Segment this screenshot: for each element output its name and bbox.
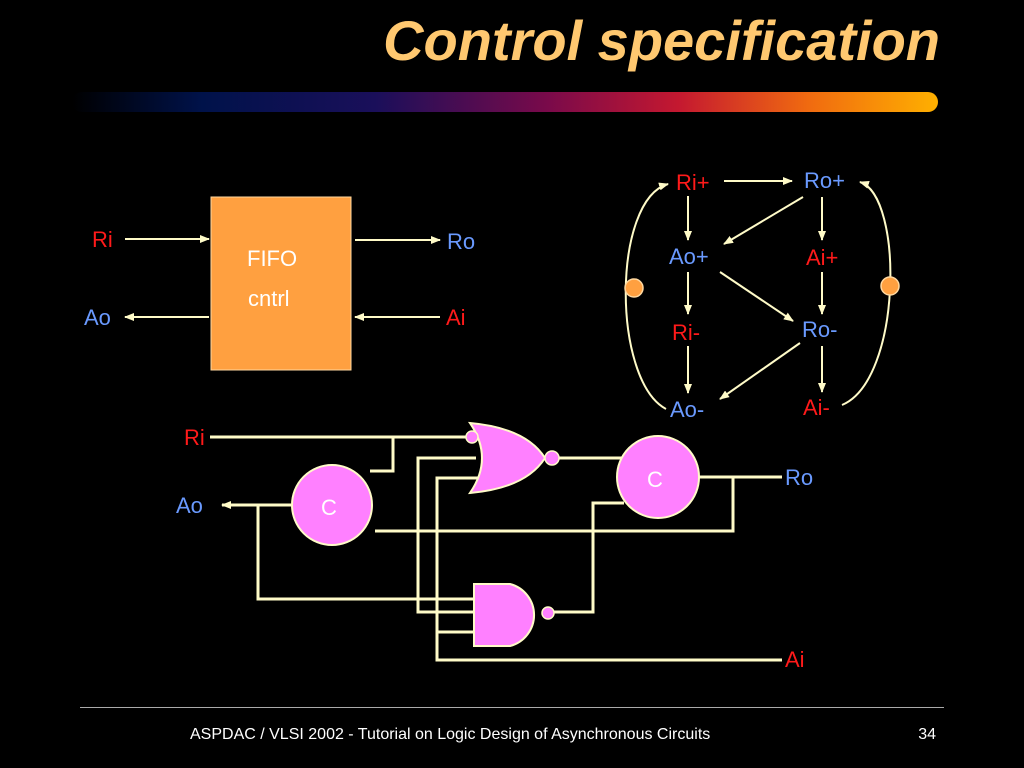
signal-transition-graph: Ri+ Ro+ Ao+ Ai+ Ri- Ro- Ao- Ai- <box>624 168 900 422</box>
or-gate <box>467 421 547 495</box>
stg-ri-minus-label: Ri- <box>672 320 700 345</box>
fifo-ai-label: Ai <box>446 305 466 330</box>
wire-or-in2 <box>416 456 484 614</box>
fifo-ao-label: Ao <box>84 305 111 330</box>
c-element-right <box>616 435 700 519</box>
or-gate-output-bubble <box>544 450 560 466</box>
page-number: 34 <box>918 726 936 743</box>
or-gate-input-bubble <box>465 430 479 444</box>
fifo-label-line2: cntrl <box>248 286 290 311</box>
gate-circuit <box>210 435 782 662</box>
stg-ro-plus-label: Ro+ <box>804 168 845 193</box>
stg-ai-minus-label: Ai- <box>803 395 830 420</box>
and-gate-output-bubble <box>541 606 555 620</box>
wire-ao-to-and <box>256 505 484 601</box>
fifo-ro-label: Ro <box>447 229 475 254</box>
fifo-label-line1: FIFO <box>247 246 297 271</box>
stg-ao-minus-label: Ao- <box>670 397 704 422</box>
fifo-ri-label: Ri <box>92 227 113 252</box>
footer-divider <box>80 707 944 708</box>
stg-token-left <box>624 278 644 298</box>
circuit-ai-label: Ai <box>785 647 805 672</box>
wire-ri-to-c-left <box>370 437 395 473</box>
c-element-left <box>291 464 373 546</box>
stg-ai-plus-label: Ai+ <box>806 245 838 270</box>
stg-ao-plus-label: Ao+ <box>669 244 709 269</box>
stg-arc-ai-minus-to-ro-plus <box>841 180 892 406</box>
c-element-left-label: C <box>321 495 337 520</box>
wire-c-left-to-or-and <box>375 477 735 533</box>
wire-or-in3 <box>435 476 782 662</box>
stg-arc-ao-plus-to-ro-minus <box>719 271 794 322</box>
stg-ri-plus-label: Ri+ <box>676 170 710 195</box>
stg-token-right <box>880 276 900 296</box>
circuit-ao-label: Ao <box>176 493 203 518</box>
circuit-ri-label: Ri <box>184 425 205 450</box>
slide-title: Control specification <box>383 9 940 72</box>
fifo-block-diagram: FIFO cntrl Ri Ao Ro Ai <box>84 196 475 371</box>
stg-arc-ro-plus-to-ao-plus <box>723 196 804 245</box>
stg-ro-minus-label: Ro- <box>802 317 837 342</box>
footer-text: ASPDAC / VLSI 2002 - Tutorial on Logic D… <box>190 726 711 743</box>
title-gradient-bar <box>72 92 938 112</box>
circuit-ro-label: Ro <box>785 465 813 490</box>
fifo-control-block <box>210 196 352 371</box>
and-gate <box>473 583 536 647</box>
c-element-right-label: C <box>647 467 663 492</box>
stg-arc-ro-minus-to-ao-minus <box>719 342 801 400</box>
wire-and-to-c-right <box>550 501 624 614</box>
